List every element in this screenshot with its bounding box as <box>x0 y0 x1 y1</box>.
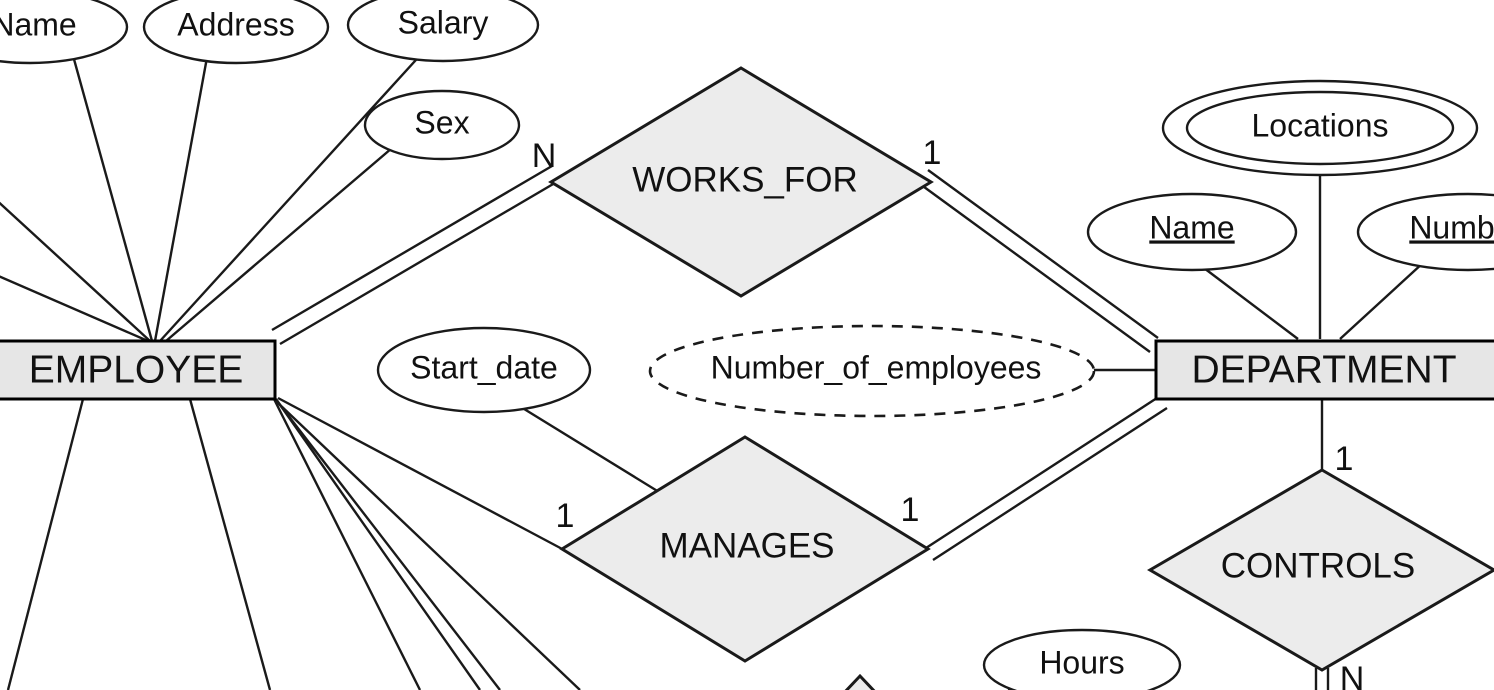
link-emp-name <box>70 51 154 342</box>
link-emp-lower-2 <box>188 398 272 690</box>
attribute-hours-label: Hours <box>1039 644 1124 680</box>
cardinality-controls-department-side: 1 <box>1335 440 1354 478</box>
relationship-manages-label: MANAGES <box>659 526 834 565</box>
relationship-clipped-bottom <box>844 673 876 690</box>
link-emp-attr-left-upper <box>0 201 151 342</box>
cardinality-works-for-employee-side: N <box>532 137 557 175</box>
link-emp-salary <box>159 49 426 342</box>
employee-attribute-links <box>0 49 581 690</box>
attribute-employee-salary[interactable] <box>346 0 540 63</box>
link-emp-lower-6 <box>277 402 581 690</box>
attribute-department-number[interactable] <box>1356 192 1494 272</box>
link-emp-lower-3 <box>272 398 422 690</box>
link-emp-lower-1 <box>6 398 85 690</box>
department-attribute-links <box>1195 175 1425 340</box>
attribute-employee-name[interactable] <box>0 0 129 65</box>
entity-employee[interactable] <box>0 339 277 401</box>
attribute-locations-outer-ring <box>1161 79 1479 177</box>
attribute-number-of-employees-label: Number_of_employees <box>711 349 1042 385</box>
attribute-employee-sex[interactable] <box>363 89 521 161</box>
attribute-locations-label: Locations <box>1252 107 1389 143</box>
link-employee-manages <box>277 396 567 553</box>
link-emp-attr-left-lower <box>0 275 149 343</box>
attribute-start-date-label: Start_date <box>410 349 558 385</box>
relationship-controls[interactable] <box>1147 468 1494 672</box>
link-employee-works-for-double <box>271 164 561 346</box>
link-emp-sex <box>165 147 393 342</box>
attribute-department-name[interactable] <box>1086 192 1298 272</box>
relationship-controls-label: CONTROLS <box>1221 546 1415 585</box>
attribute-employee-name-label: Name <box>0 6 77 42</box>
link-emp-lower-4 <box>275 398 481 690</box>
entity-employee-label: EMPLOYEE <box>29 348 244 391</box>
relationship-manages[interactable] <box>559 435 931 663</box>
attribute-locations[interactable] <box>1185 90 1455 166</box>
link-emp-lower-5 <box>276 400 501 690</box>
relationship-works-for[interactable] <box>548 66 934 298</box>
link-controls-project-double <box>1314 668 1330 690</box>
attribute-number-of-employees[interactable] <box>648 324 1096 418</box>
relationship-works-for-label: WORKS_FOR <box>632 160 858 199</box>
link-works-for-department-double <box>919 169 1159 353</box>
link-dept-number <box>1339 261 1425 340</box>
entity-department[interactable] <box>1154 339 1494 401</box>
link-dept-name <box>1195 261 1299 340</box>
attribute-employee-sex-label: Sex <box>414 104 469 140</box>
attribute-department-number-label: Numb <box>1409 209 1494 245</box>
link-start-date-manages <box>515 402 673 502</box>
attribute-employee-salary-label: Salary <box>398 4 489 40</box>
cardinality-works-for-department-side: 1 <box>923 134 942 172</box>
link-manages-department-double <box>925 394 1168 562</box>
entity-department-label: DEPARTMENT <box>1191 348 1456 391</box>
attribute-department-name-label: Name <box>1149 209 1234 245</box>
attribute-hours[interactable] <box>982 628 1182 690</box>
cardinality-manages-employee-side: 1 <box>556 497 575 535</box>
cardinality-controls-project-side: N <box>1340 660 1365 690</box>
cardinality-manages-department-side: 1 <box>901 491 920 529</box>
attribute-employee-address[interactable] <box>142 0 330 65</box>
attribute-employee-address-label: Address <box>177 6 294 42</box>
attribute-start-date[interactable] <box>376 326 592 414</box>
link-emp-address <box>153 51 210 342</box>
